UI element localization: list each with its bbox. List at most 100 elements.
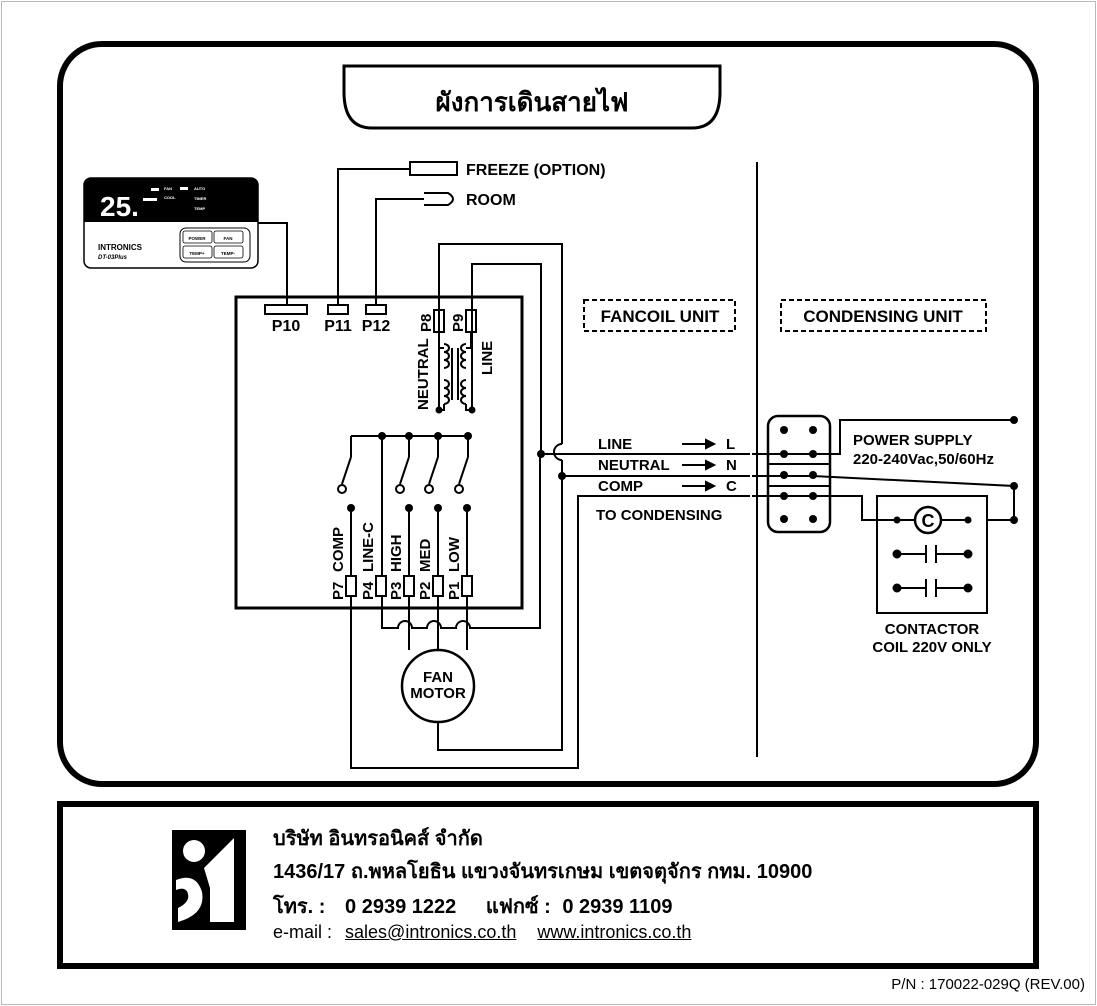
email-label: e-mail : [273,922,333,942]
transformer [438,332,472,411]
title-tab [342,64,722,130]
port-p11-label: P11 [324,318,352,335]
terminal-c-label: C [726,478,737,495]
power-supply-label: POWER SUPPLY [853,432,972,449]
fancoil-unit-label: FANCOIL UNIT [601,307,720,326]
company-online: e-mail : sales@intronics.co.th www.intro… [273,922,691,943]
diagram-title: ผังการเดินสายไฟ [436,86,629,117]
condensing-unit-label: CONDENSING UNIT [803,307,963,326]
port-med-label: MED [417,539,434,573]
port-p1 [461,575,473,597]
company-logo [172,830,246,930]
company-contact: โทร. : 0 2939 1222 แฟกซ์ : 0 2939 1109 [273,890,672,922]
wire-junction [537,450,545,458]
port-p7 [345,575,357,597]
contactor-terminal [964,516,972,524]
port-line-c-label: LINE-C [360,522,377,572]
website-link[interactable]: www.intronics.co.th [537,922,692,942]
button-temp-down-label: TEMP- [221,251,236,256]
fax-number: 0 2939 1109 [562,896,673,918]
power-terminal [1010,482,1018,490]
contactor-terminal [893,516,901,524]
wire-line-label: LINE [598,436,632,453]
power-supply-spec: 220-240Vac,50/60Hz [853,451,994,468]
port-high-label: HIGH [388,535,405,573]
wire-neutral-label: NEUTRAL [598,457,670,474]
fan-motor-label-2: MOTOR [410,685,466,702]
controller-board [234,295,524,610]
button-fan[interactable]: FAN [213,230,244,244]
company-address: 1436/17 ถ.พหลโยธิน แขวงจันทรเกษม เขตจตุจ… [273,861,813,883]
wire-arrows [682,438,717,492]
button-power-label: POWER [188,236,206,241]
port-low-label: LOW [446,536,463,572]
port-comp-label: COMP [330,527,347,572]
freeze-sensor-wire [337,168,410,310]
port-p3 [403,575,415,597]
terminal-l-label: L [726,436,735,453]
fan-motor [400,648,476,724]
port-p2-label: P2 [417,582,434,600]
port-p10 [264,304,308,315]
external-wiring [350,243,750,769]
footer-frame [57,801,1039,969]
diagram-frame [57,41,1039,787]
port-p12 [365,304,387,315]
email-link[interactable]: sales@intronics.co.th [345,922,517,942]
button-temp-up-label: TEMP+ [189,251,205,256]
port-p7-label: P7 [330,582,347,600]
room-sensor-label: ROOM [466,192,516,209]
tel-number: 0 2939 1222 [345,896,457,918]
fan-motor-label-1: FAN [423,669,453,686]
indicator-cool: COOL [164,195,176,200]
button-temp-down[interactable]: TEMP- [213,245,244,259]
port-p12-label: P12 [362,318,391,335]
indicator-temp: TEMP [194,206,205,211]
to-condensing-label: TO CONDENSING [596,507,722,524]
port-p8-label: P8 [418,314,435,332]
fax-label: แฟกซ์ : [485,896,551,918]
display-brand: INTRONICS [98,243,143,252]
room-sensor [424,192,454,206]
line-input-label: LINE [479,341,496,375]
company-name: บริษัท อินทรอนิคส์ จำกัด [273,828,483,850]
port-p10-label: P10 [272,318,301,335]
condensing-wiring [752,419,1015,521]
freeze-sensor [409,161,458,176]
button-fan-label: FAN [224,236,233,241]
room-sensor-wire [375,198,424,310]
port-p4 [375,575,387,597]
contactor-label-1: CONTACTOR [885,621,980,638]
port-p4-label: P4 [360,581,377,600]
tel-label: โทร. : [273,896,326,918]
indicator-timer: TIMER [194,196,207,201]
display-model: DT-03Plus [98,255,128,261]
port-p3-label: P3 [388,582,405,600]
contactor-coil-symbol: C [922,511,935,531]
power-terminal [1010,416,1018,424]
display-reading: 25. [100,191,139,222]
contactor-box [876,495,988,614]
relay-contacts [347,432,472,512]
terminal-block [766,414,832,534]
button-temp-up[interactable]: TEMP+ [182,245,213,259]
display-cable [258,222,288,310]
indicator-auto: AUTO [194,186,205,191]
wire-junction [558,472,566,480]
relay-switches [337,435,469,588]
neutral-input-label: NEUTRAL [415,338,432,410]
port-p1-label: P1 [446,582,463,600]
button-power[interactable]: POWER [182,230,213,244]
display-controller: 25. FAN COOL AUTO TIMER TEMP INTRONICS D… [83,177,259,269]
condensing-unit-box [780,299,987,332]
contactor-coil [913,505,943,535]
indicator-fan: FAN [164,186,172,191]
contactor-label-2: COIL 220V ONLY [872,639,991,656]
port-p11 [327,304,349,315]
port-p2 [432,575,444,597]
port-p9-label: P9 [450,314,467,332]
terminal-n-label: N [726,457,737,474]
contactor-contacts [892,545,973,597]
